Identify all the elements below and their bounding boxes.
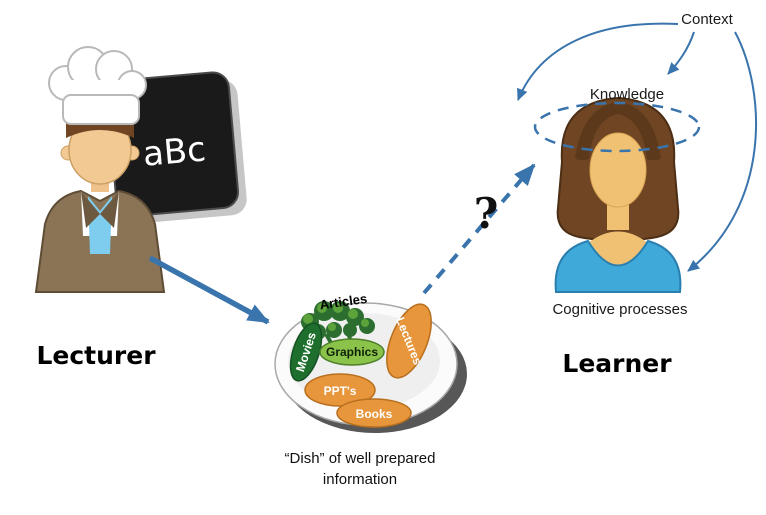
food-movies xyxy=(289,322,323,382)
food-ppts xyxy=(304,373,376,407)
food-ppts-label: PPT's xyxy=(324,384,357,398)
knowledge-label: Knowledge xyxy=(590,86,664,103)
learner-shirt xyxy=(554,239,682,293)
context-arrow-to-knowledge xyxy=(667,31,695,75)
dish-caption-line1: “Dish” of well prepared xyxy=(285,450,436,467)
dashed-arrow-dish-to-learner xyxy=(422,163,536,295)
lecturer-label: Lecturer xyxy=(36,341,156,370)
learner-neck xyxy=(607,200,629,230)
lecturer-figure: aBc xyxy=(34,46,247,293)
food-graphics-label: Graphics xyxy=(326,345,378,359)
chef-lapel-right xyxy=(100,191,119,228)
context-arrow-right-curve xyxy=(687,31,758,272)
dish: Movies Graphics Lectures Articles PPT's … xyxy=(274,291,467,433)
food-lectures xyxy=(386,303,432,379)
cognitive-processes-label: Cognitive processes xyxy=(552,301,687,318)
learner-label: Learner xyxy=(562,349,672,378)
chef-hat-icon xyxy=(48,46,147,125)
food-articles-label: Articles xyxy=(319,291,368,312)
arrow-lecturer-to-dish xyxy=(148,255,270,325)
context-label: Context xyxy=(681,11,734,28)
knowledge-ellipse xyxy=(533,101,701,153)
blackboard-text: aBc xyxy=(141,129,207,174)
learner-hair-front xyxy=(575,102,661,161)
learner-figure xyxy=(554,96,682,293)
food-books-label: Books xyxy=(356,407,393,421)
food-books xyxy=(336,398,412,428)
chef-lapel-left xyxy=(81,191,100,228)
question-mark: ? xyxy=(474,189,499,238)
context-arrow-left-curve xyxy=(517,22,679,101)
food-graphics xyxy=(319,338,385,366)
learner-face xyxy=(589,132,647,208)
dish-caption-line2: information xyxy=(323,471,397,488)
